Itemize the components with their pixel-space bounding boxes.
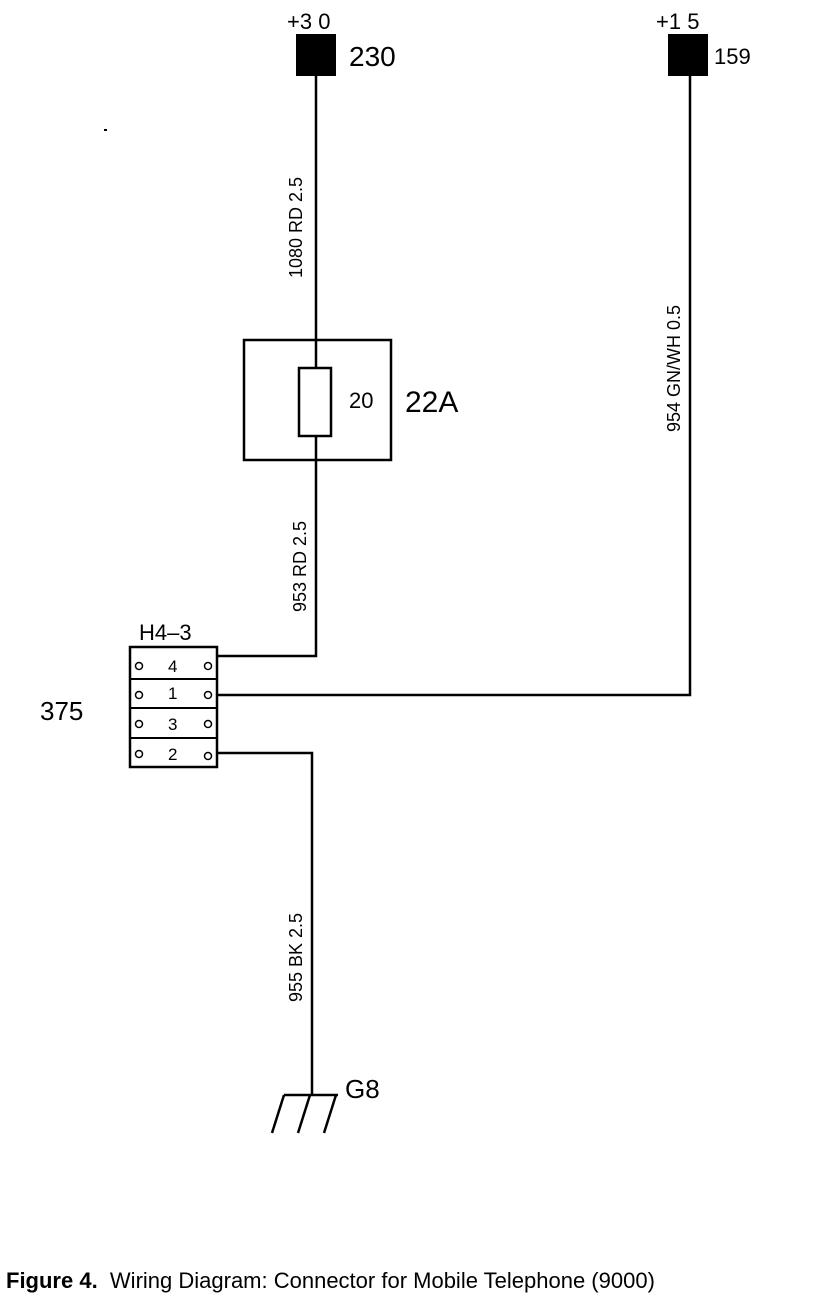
pin-contact-right bbox=[203, 751, 213, 761]
connector-pin-row: 4 bbox=[134, 657, 213, 676]
wire-954-label: 954 GN/WH 0.5 bbox=[664, 305, 684, 432]
pin-contact-left bbox=[134, 719, 144, 729]
wire-955 bbox=[216, 751, 314, 1095]
pin-contact-right bbox=[203, 690, 213, 700]
connector-pin-row: 2 bbox=[134, 745, 213, 764]
terminal-30-supply-label: +3 0 bbox=[287, 9, 330, 34]
figure-caption-prefix: Figure 4. bbox=[6, 1268, 98, 1293]
ground-symbol bbox=[270, 1093, 338, 1134]
connector-pin-label: 3 bbox=[168, 715, 177, 734]
fuse-box bbox=[242, 338, 393, 462]
figure-caption-text: Wiring Diagram: Connector for Mobile Tel… bbox=[109, 1268, 655, 1293]
terminal-30-id-label: 230 bbox=[349, 41, 396, 72]
terminal-30-block bbox=[296, 34, 336, 76]
terminal-15-block bbox=[668, 34, 708, 76]
connector-block: 4 1 3 2 bbox=[128, 645, 219, 769]
fuse-box-id-label: 22A bbox=[405, 386, 458, 419]
connector-id-label: 375 bbox=[40, 696, 83, 726]
connector-pin-label: 2 bbox=[168, 745, 177, 764]
fuse-number-label: 20 bbox=[349, 388, 373, 413]
connector-pin-row: 1 bbox=[134, 684, 213, 703]
pin-contact-left bbox=[134, 661, 144, 671]
terminal-15-supply-label: +1 5 bbox=[656, 9, 699, 34]
wire-955-label: 955 BK 2.5 bbox=[286, 913, 306, 1002]
wire-953-label: 953 RD 2.5 bbox=[290, 521, 310, 612]
ground-id-label: G8 bbox=[345, 1074, 380, 1104]
wire-1080-label: 1080 RD 2.5 bbox=[286, 177, 306, 278]
pin-contact-right bbox=[203, 661, 213, 671]
wire-953 bbox=[216, 436, 318, 658]
connector-name-label: H4–3 bbox=[139, 620, 192, 645]
connector-pin-row: 3 bbox=[134, 715, 213, 734]
pin-contact-left bbox=[134, 749, 144, 759]
figure-caption: Figure 4. Wiring Diagram: Connector for … bbox=[6, 1268, 655, 1294]
pin-contact-right bbox=[203, 719, 213, 729]
wire-954 bbox=[216, 76, 692, 697]
terminal-15-id-label: 159 bbox=[714, 44, 751, 69]
pin-contact-left bbox=[134, 690, 144, 700]
connector-pin-label: 4 bbox=[168, 657, 177, 676]
fuse-element bbox=[297, 366, 333, 438]
connector-pin-label: 1 bbox=[168, 684, 177, 703]
stray-dot bbox=[104, 129, 107, 131]
